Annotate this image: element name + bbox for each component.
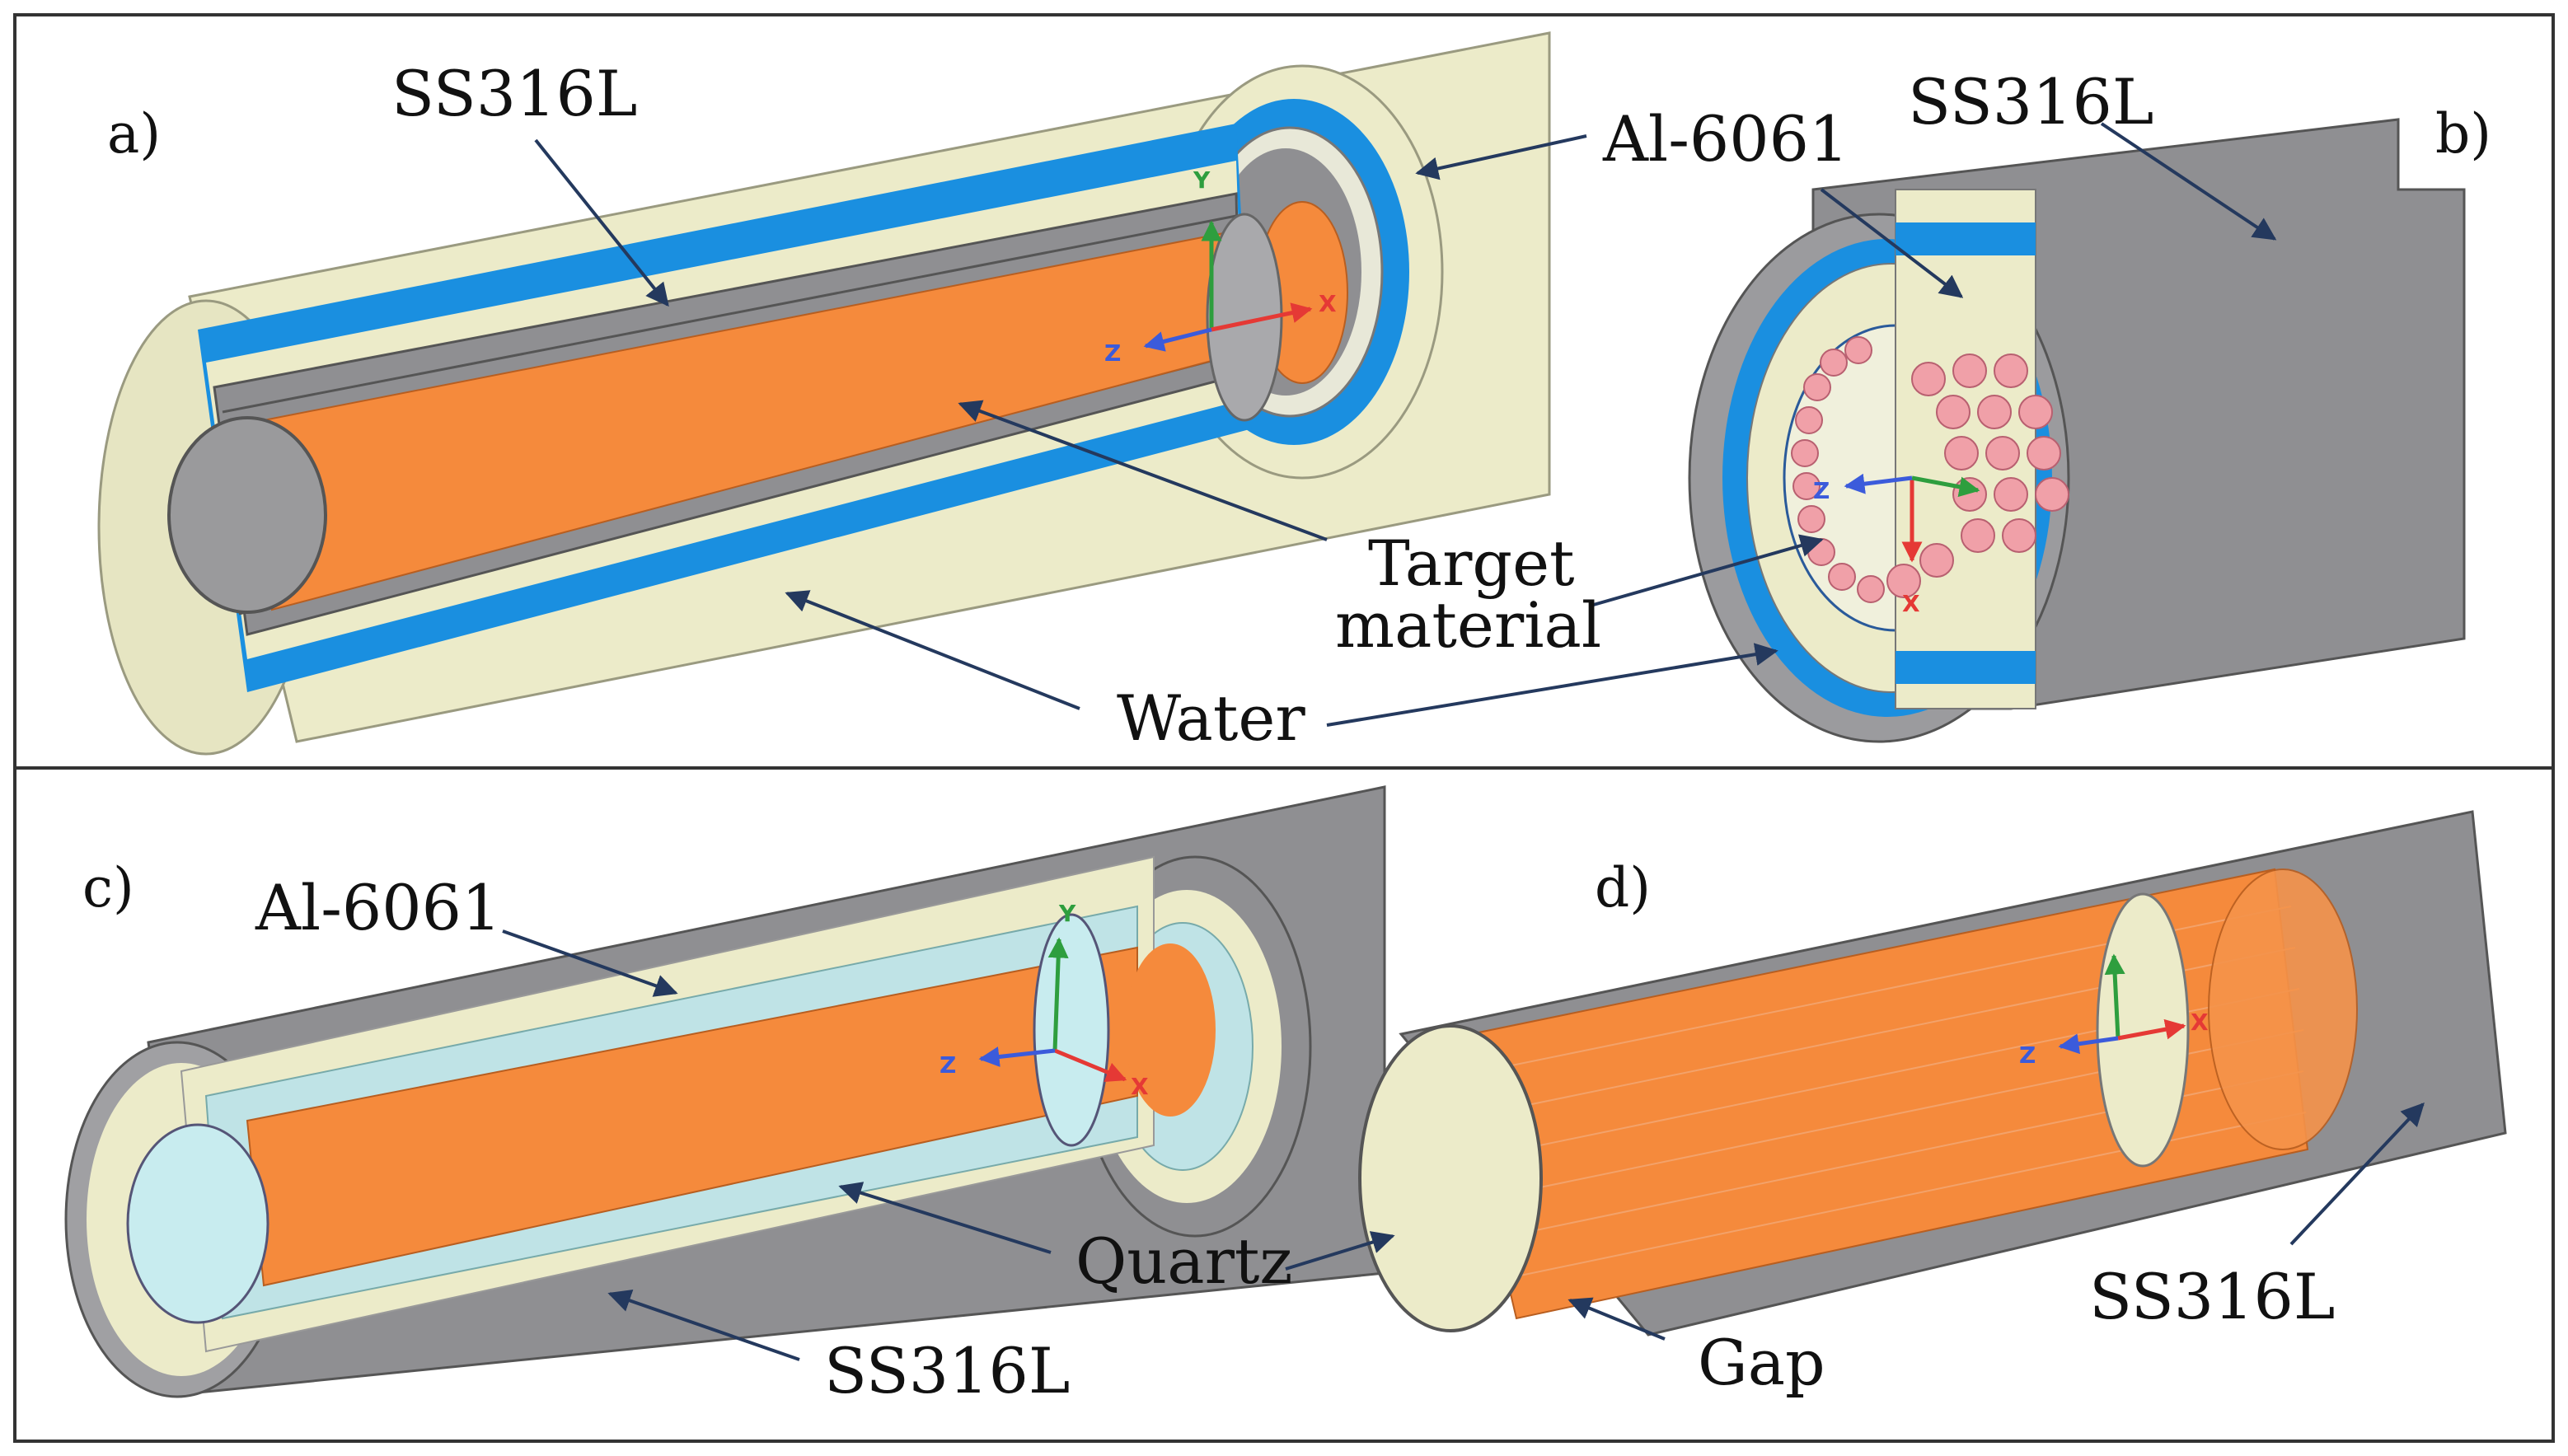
b-axis-x-line	[1911, 475, 1980, 498]
a-axis-y-text: Y	[1193, 166, 1211, 194]
c-quartz-disc	[1033, 913, 1110, 1147]
arrow-d-gap	[1568, 1297, 1666, 1341]
b-axis-z-text: Z	[1813, 477, 1830, 504]
pellet	[1828, 563, 1856, 591]
arrow-d-quartz	[1285, 1231, 1395, 1271]
c-axis-z-text: Z	[940, 1051, 956, 1079]
label-a-al6061: Al-6061	[1602, 102, 1849, 176]
d-axis-x-line	[2117, 1018, 2186, 1041]
d-aluminum-disc	[2096, 892, 2190, 1168]
panel-c-id: c)	[82, 856, 134, 920]
a-target-front-end	[167, 416, 327, 614]
d-aluminum-front-end	[1358, 1024, 1543, 1332]
a-axis-z-line	[1143, 327, 1212, 352]
c-axis-x-line	[1054, 1048, 1127, 1082]
d-axis-y-line	[2104, 953, 2125, 1039]
label-c-ss316l: SS316L	[824, 1334, 1070, 1407]
label-c-al6061: Al-6061	[255, 871, 501, 944]
panel-d-drawing: X Z	[1358, 810, 2507, 1337]
a-target-disc	[1206, 213, 1283, 422]
c-axis-x-text: X	[1131, 1073, 1149, 1100]
panel-b-id: b)	[2435, 102, 2491, 166]
panel-b-drawing: Z X	[1688, 118, 2466, 743]
d-axis-z-line	[2058, 1033, 2119, 1055]
label-d-ss316l: SS316L	[2089, 1260, 2335, 1333]
pellet	[1994, 353, 2028, 388]
d-axis-z-text: Z	[2019, 1042, 2036, 1069]
pellet	[2002, 518, 2036, 553]
d-target-back	[2208, 868, 2358, 1150]
figure-frame	[13, 13, 2555, 1443]
pellet	[1936, 395, 1971, 429]
label-a-ss316l: SS316L	[391, 57, 637, 130]
pellet	[2018, 395, 2053, 429]
panel-c-drawing: Y X Z	[64, 785, 1386, 1398]
panel-a-id: a)	[107, 102, 161, 166]
b-axis-x-text: X	[1902, 590, 1920, 617]
arrow-c-quartz	[838, 1182, 1052, 1254]
c-axis-y-line	[1047, 937, 1069, 1051]
pellet	[1911, 362, 1946, 396]
arrow-b-ss316l	[2100, 122, 2277, 241]
label-gap: Gap	[1698, 1326, 1825, 1399]
arrow-target-a	[958, 400, 1328, 541]
label-target-line2: material	[1335, 588, 1601, 662]
b-cut-water-top	[1896, 222, 2036, 255]
arrow-c-al6061	[502, 929, 678, 997]
arrow-d-ss316l	[2289, 1102, 2425, 1246]
leader-arrows	[502, 122, 2425, 1361]
pellet	[1952, 477, 1987, 512]
c-quartz-front-disc	[126, 1123, 269, 1324]
pellet	[1977, 395, 2012, 429]
pellet	[2035, 477, 2069, 512]
pellet	[1844, 336, 1872, 364]
pellet	[1792, 472, 1821, 500]
c-target-back	[1125, 943, 1216, 1117]
arrow-c-ss316l	[607, 1290, 800, 1361]
arrow-target-b	[1590, 534, 1824, 607]
pellet	[1820, 349, 1848, 377]
pellet	[1797, 505, 1825, 533]
pellet	[1994, 477, 2028, 512]
pellet	[1857, 575, 1885, 603]
pellet	[1795, 406, 1823, 434]
arrow-water-a	[785, 590, 1080, 710]
pellet	[1961, 518, 1995, 553]
pellet	[2027, 436, 2061, 471]
panel-d-id: d)	[1595, 856, 1651, 920]
b-pellet-bundle	[1791, 336, 2069, 603]
a-steel-line1	[222, 214, 1237, 414]
label-b-ss316l: SS316L	[1908, 65, 2153, 138]
pellet	[1985, 436, 2020, 471]
pellet	[1919, 543, 1954, 578]
b-axis-z-line	[1844, 473, 1913, 494]
b-cut-water-bottom	[1896, 651, 2036, 684]
pellet	[1952, 353, 1987, 388]
pellet	[1791, 439, 1819, 467]
panel-a-drawing: Y X Z	[97, 31, 1551, 756]
a-axis-x-line	[1211, 302, 1313, 332]
c-axis-z-line	[978, 1046, 1056, 1067]
a-axis-z-text: Z	[1104, 339, 1121, 367]
a-axis-x-text: X	[1319, 290, 1337, 317]
label-target-line1: Target	[1368, 527, 1575, 600]
pellet	[1886, 564, 1921, 598]
pellet	[1803, 373, 1831, 401]
label-quartz: Quartz	[1075, 1224, 1292, 1298]
c-axis-y-text: Y	[1058, 900, 1076, 927]
d-axis-x-text: X	[2191, 1009, 2209, 1036]
pellet	[1944, 436, 1979, 471]
arrow-b-al6061	[1820, 188, 1964, 298]
arrow-a-ss316l	[534, 138, 669, 307]
arrow-a-al6061	[1415, 134, 1587, 180]
arrow-water-b	[1326, 643, 1778, 727]
label-water: Water	[1117, 681, 1305, 755]
